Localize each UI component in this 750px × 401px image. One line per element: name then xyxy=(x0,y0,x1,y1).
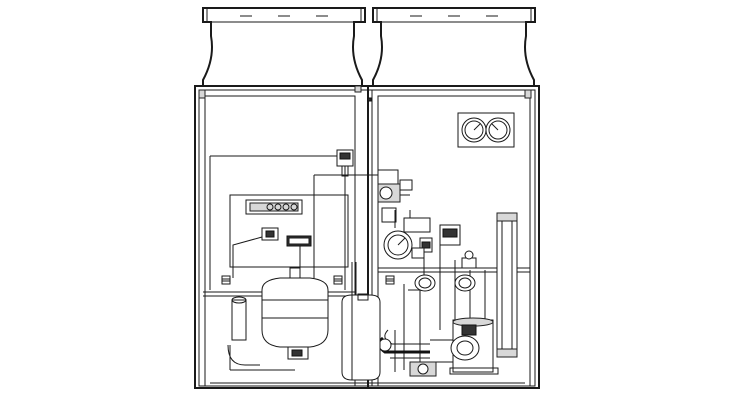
receiver xyxy=(231,296,247,341)
control-board xyxy=(229,194,349,268)
cabinet-frame xyxy=(194,85,540,389)
heavy-pipes xyxy=(378,274,476,363)
liquid-tank xyxy=(341,293,381,381)
refrigerant-piping xyxy=(209,155,486,372)
right-fan-guard xyxy=(372,7,536,87)
oil-separator xyxy=(496,212,518,358)
compressor xyxy=(409,317,499,377)
left-fan-guard xyxy=(202,7,366,87)
four-way-valve xyxy=(377,169,431,260)
solenoid-valves xyxy=(336,149,477,269)
pressure-gauges xyxy=(457,112,515,148)
accumulator-tank xyxy=(261,267,329,360)
